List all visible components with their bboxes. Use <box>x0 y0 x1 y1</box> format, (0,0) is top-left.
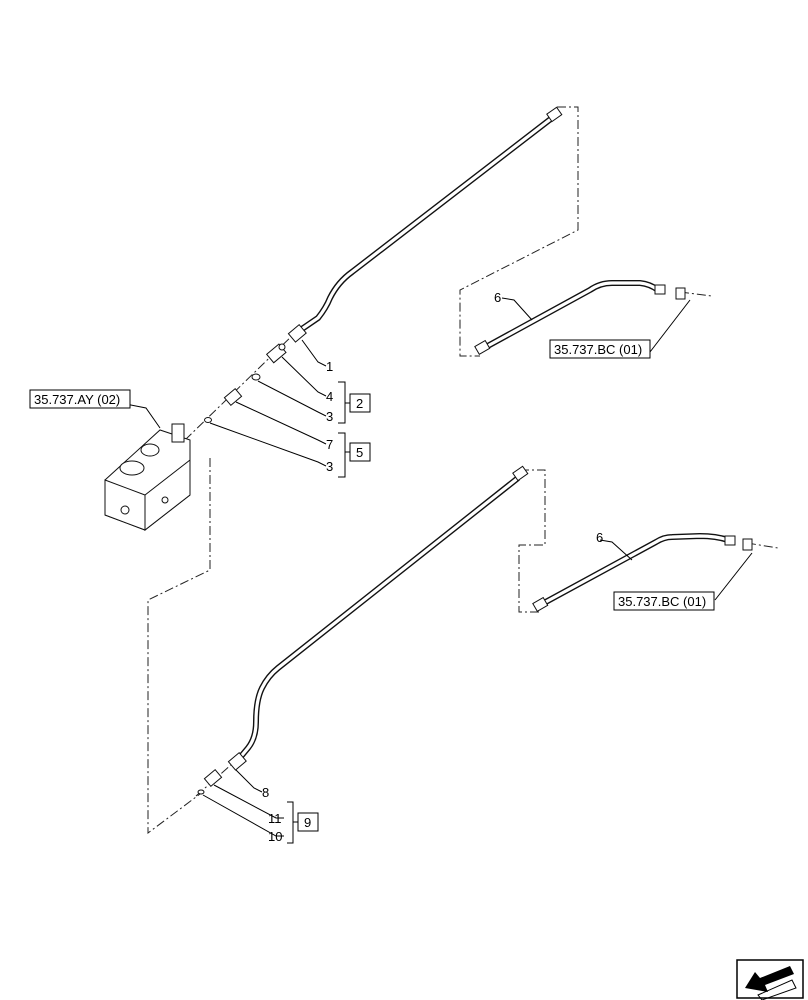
callout-11: 11 <box>268 811 282 826</box>
svg-text:35.737.BC (01): 35.737.BC (01) <box>618 594 706 609</box>
svg-text:2: 2 <box>356 396 363 411</box>
upper-fittings[interactable] <box>204 343 287 423</box>
lower-fittings[interactable] <box>197 768 223 795</box>
svg-text:35.737.BC (01): 35.737.BC (01) <box>554 342 642 357</box>
svg-text:35.737.AY (02): 35.737.AY (02) <box>34 392 120 407</box>
callout-3b: 3 <box>326 459 333 474</box>
svg-text:5: 5 <box>356 445 363 460</box>
upper-pipe[interactable] <box>287 106 563 343</box>
ref-box-lower-hose[interactable]: 35.737.BC (01) <box>613 591 715 611</box>
callout-10: 10 <box>268 829 282 844</box>
svg-text:9: 9 <box>304 815 311 830</box>
kit-box-2[interactable]: 2 <box>349 393 371 413</box>
callout-3a: 3 <box>326 409 333 424</box>
callout-6a: 6 <box>494 290 501 305</box>
ref-box-valve[interactable]: 35.737.AY (02) <box>29 389 131 409</box>
leader-lines <box>125 297 753 837</box>
arrow-back-icon[interactable] <box>736 959 804 1000</box>
callout-numbers: 1 4 3 7 3 6 6 8 11 10 <box>262 290 603 844</box>
lower-short-hose[interactable] <box>532 532 753 613</box>
callout-1: 1 <box>326 359 333 374</box>
kit-box-5[interactable]: 5 <box>349 442 371 462</box>
kit-box-9[interactable]: 9 <box>297 812 319 832</box>
centerlines <box>147 106 779 834</box>
upper-short-hose[interactable] <box>474 280 686 356</box>
callout-8: 8 <box>262 785 269 800</box>
callout-4: 4 <box>326 389 333 404</box>
callout-7: 7 <box>326 437 333 452</box>
kit-brackets <box>287 381 350 844</box>
control-valve[interactable] <box>104 423 191 532</box>
ref-box-upper-hose[interactable]: 35.737.BC (01) <box>549 339 651 359</box>
callout-6b: 6 <box>596 530 603 545</box>
lower-pipe[interactable] <box>227 465 529 771</box>
